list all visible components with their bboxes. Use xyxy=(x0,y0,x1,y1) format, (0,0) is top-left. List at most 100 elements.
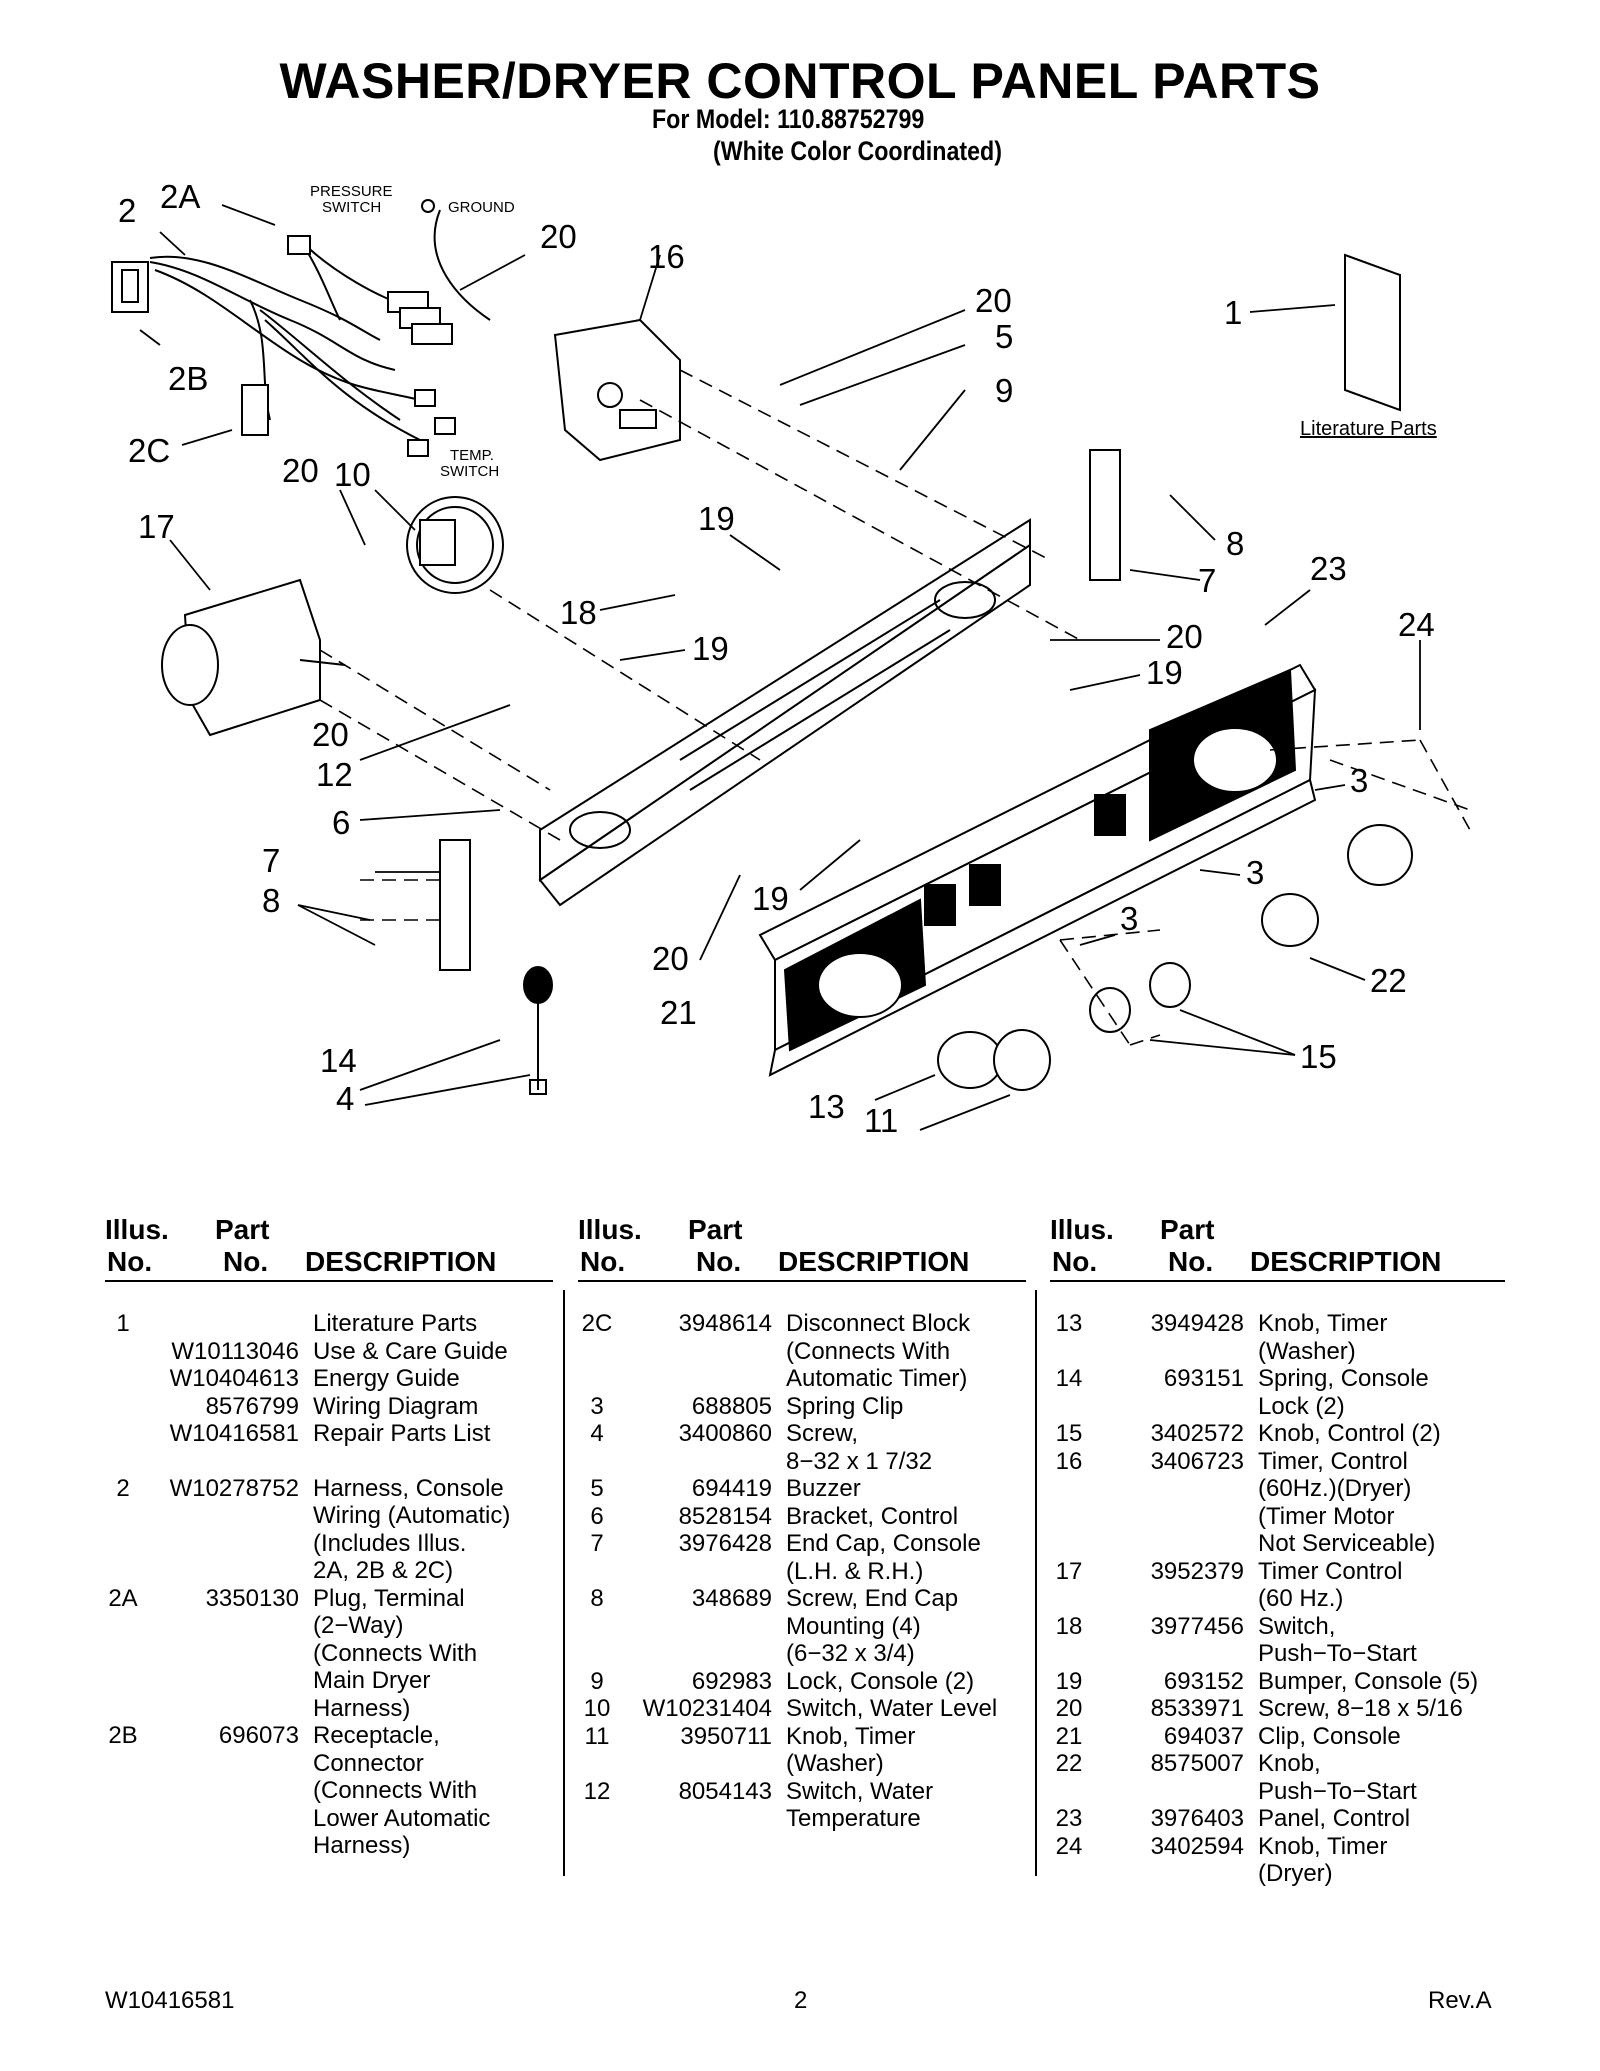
part-header-top: Part xyxy=(215,1214,270,1245)
part-description: Bumper, Console (5) xyxy=(1258,1667,1479,1695)
callout-24: 24 xyxy=(1398,606,1435,643)
illus-number: 2C xyxy=(581,1310,613,1337)
part-number: W10404613 xyxy=(169,1365,299,1392)
callout-18: 18 xyxy=(560,594,597,631)
illus-number: 6 xyxy=(590,1502,604,1530)
description-header: DESCRIPTION xyxy=(1250,1246,1442,1277)
model-number: For Model: 110.88752799 xyxy=(652,104,925,134)
diagram-callouts: 2 2A 2B 2C 20 16 20 5 9 1 20 10 17 19 18… xyxy=(118,178,1437,1139)
callout-9: 9 xyxy=(995,372,1013,409)
illus-header-top: Illus. xyxy=(105,1214,169,1245)
part-number: 3402572 xyxy=(1150,1420,1244,1447)
callout-1: 1 xyxy=(1224,294,1242,331)
temp-switch-label-line2: SWITCH xyxy=(440,463,499,480)
illus-number: 7 xyxy=(590,1530,604,1557)
callout-12: 12 xyxy=(316,756,353,793)
illus-number: 17 xyxy=(1055,1557,1083,1585)
pressure-switch-label-line1: PRESSURE xyxy=(310,183,393,200)
part-description: Spring Clip xyxy=(786,1392,904,1420)
callout-5: 5 xyxy=(995,318,1013,355)
callout-20: 20 xyxy=(540,218,577,255)
illus-number: 22 xyxy=(1055,1750,1083,1777)
part-number: 3977456 xyxy=(1150,1612,1244,1640)
column-divider xyxy=(563,1290,565,1876)
callout-7: 7 xyxy=(1198,562,1216,599)
callout-8: 8 xyxy=(1226,525,1244,562)
part-description: End Cap, Console (L.H. & R.H.) xyxy=(786,1530,981,1585)
part-description: Switch, Push−To−Start xyxy=(1258,1612,1417,1668)
part-number: 3406723 xyxy=(1150,1447,1244,1475)
part-description: Wiring Diagram xyxy=(313,1392,479,1420)
callout-3: 3 xyxy=(1246,854,1264,891)
part-description: Timer Control (60 Hz.) xyxy=(1258,1557,1403,1613)
callout-2c: 2C xyxy=(128,432,170,469)
part-number: 3350130 xyxy=(205,1584,299,1612)
callout-3: 3 xyxy=(1350,762,1368,799)
part-number: 3976403 xyxy=(1150,1805,1244,1832)
callout-2b: 2B xyxy=(168,360,208,397)
illus-number: 1 xyxy=(116,1310,130,1337)
part-number: 693152 xyxy=(1163,1667,1244,1695)
part-description: Receptacle, Connector (Connects With Low… xyxy=(313,1722,491,1859)
pressure-switch-label-line2: SWITCH xyxy=(322,199,381,216)
table-row: 7 3976428 End Cap, Console (L.H. & R.H.) xyxy=(578,1530,1026,1585)
illus-number: 14 xyxy=(1055,1365,1083,1392)
part-header-bottom: No. xyxy=(223,1246,269,1277)
callout-7: 7 xyxy=(262,842,280,879)
part-number: 3402594 xyxy=(1150,1832,1244,1860)
part-number: 3949428 xyxy=(1150,1310,1244,1337)
part-number: 688805 xyxy=(691,1392,772,1420)
footer-doc-number: W10416581 xyxy=(105,1987,235,2014)
illus-number: 2B xyxy=(108,1722,138,1749)
control-panel-drawing xyxy=(758,663,1317,1077)
column-divider xyxy=(1035,1290,1037,1876)
footer-revision: Rev.A xyxy=(1428,1987,1492,2014)
page-title: WASHER/DRYER CONTROL PANEL PARTS xyxy=(279,53,1321,109)
table-header: Illus. No. Part No. DESCRIPTION xyxy=(105,1210,553,1282)
literature-booklet-drawing xyxy=(1344,253,1401,412)
table-header: Illus. No. Part No. DESCRIPTION xyxy=(1050,1210,1505,1282)
illus-number: 15 xyxy=(1055,1420,1083,1447)
part-description: Switch, Water Temperature xyxy=(786,1777,934,1833)
part-number: 3948614 xyxy=(678,1310,772,1337)
literature-parts-label: Literature Parts xyxy=(1300,418,1437,440)
table-row: 17 3952379 Timer Control (60 Hz.) xyxy=(1050,1558,1505,1613)
callout-8: 8 xyxy=(262,882,280,919)
callout-20: 20 xyxy=(312,716,349,753)
illus-number: 4 xyxy=(590,1420,604,1447)
callout-19: 19 xyxy=(752,880,789,917)
callout-20: 20 xyxy=(652,940,689,977)
table-row: 8576799 Wiring Diagram xyxy=(105,1393,553,1421)
part-description: Knob, Push−To−Start xyxy=(1258,1750,1417,1805)
knobs-drawing xyxy=(937,824,1413,1091)
callout-2: 2 xyxy=(118,192,136,229)
part-description: Panel, Control xyxy=(1258,1805,1411,1832)
part-number: 8576799 xyxy=(205,1392,299,1420)
part-number: 3952379 xyxy=(1150,1557,1244,1585)
footer-page-number: 2 xyxy=(794,1987,808,2014)
callout-6: 6 xyxy=(332,804,350,841)
part-description: Lock, Console (2) xyxy=(786,1667,975,1695)
illus-number: 2A xyxy=(108,1584,138,1612)
part-number: 3400860 xyxy=(678,1420,772,1447)
part-description: Screw, 8−18 x 5/16 xyxy=(1258,1695,1463,1722)
illus-number: 19 xyxy=(1055,1667,1083,1695)
illus-header-bottom: No. xyxy=(580,1246,626,1277)
part-number: W10113046 xyxy=(171,1337,299,1365)
part-number: 3976428 xyxy=(678,1530,772,1557)
part-number: 693151 xyxy=(1163,1365,1244,1392)
wire-harness-drawing xyxy=(111,199,491,457)
part-number: 348689 xyxy=(691,1585,772,1612)
